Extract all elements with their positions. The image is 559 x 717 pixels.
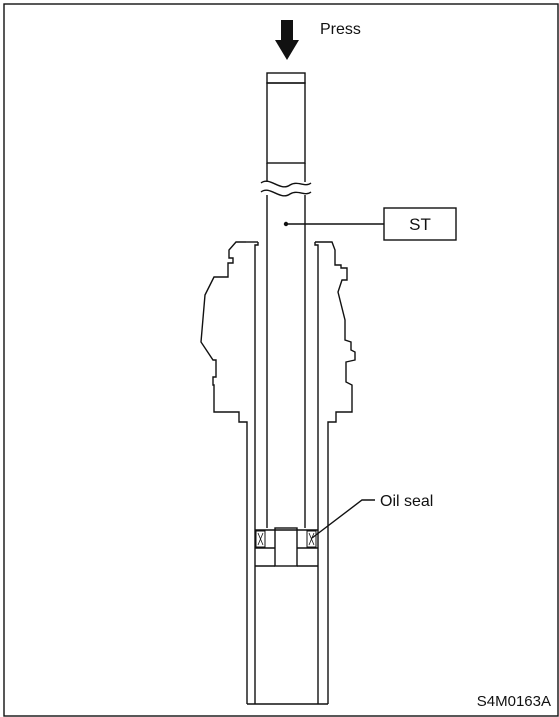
oil-seal-label: Oil seal bbox=[380, 493, 433, 510]
strut-housing bbox=[200, 241, 356, 705]
oil-seal-leader-line bbox=[311, 499, 375, 539]
figure-border bbox=[3, 3, 559, 717]
arrow-down-icon bbox=[275, 20, 299, 60]
st-label: ST bbox=[409, 215, 431, 234]
oil-seal-assembly bbox=[255, 529, 318, 567]
special-tool-shaft bbox=[260, 72, 312, 567]
press-label: Press bbox=[320, 21, 361, 38]
st-label-box bbox=[383, 207, 457, 241]
figure-code: S4M0163A bbox=[477, 693, 551, 710]
